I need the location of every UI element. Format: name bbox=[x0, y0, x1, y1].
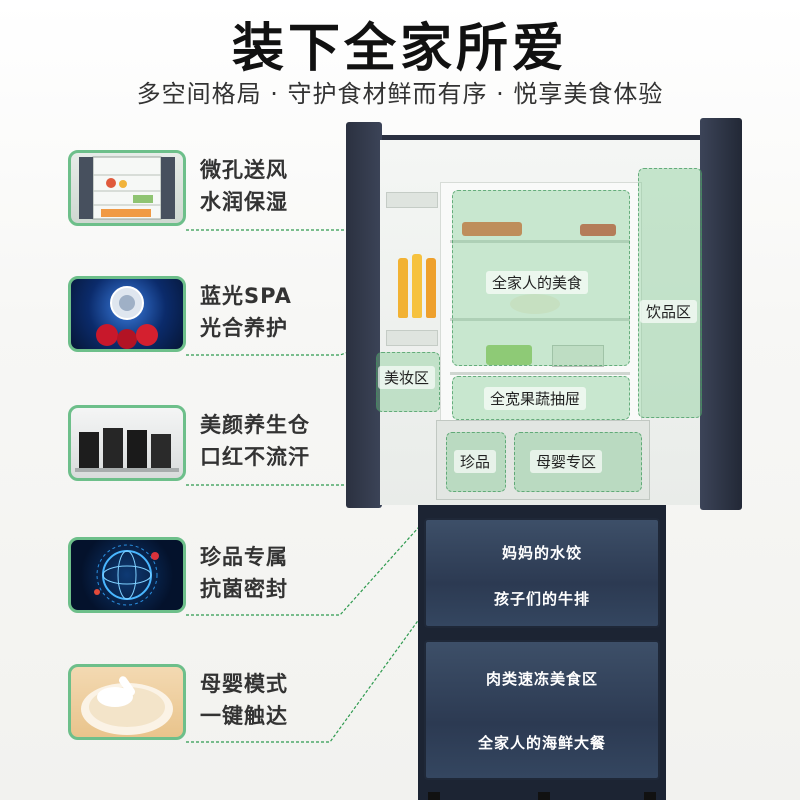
drawer-label: 孩子们的牛排 bbox=[493, 590, 590, 608]
juice-bottle bbox=[426, 258, 436, 318]
drawer-label: 妈妈的水饺 bbox=[501, 544, 582, 562]
feature-beauty-compartment: 美颜养生仓 口红不流汗 bbox=[68, 405, 368, 483]
shelf bbox=[450, 318, 630, 321]
feature-subtitle: 光合养护 bbox=[200, 316, 288, 340]
zone-drinks-label: 饮品区 bbox=[640, 300, 698, 323]
feature-subtitle: 抗菌密封 bbox=[200, 577, 288, 601]
antibacterial-globe-thumbnail bbox=[68, 537, 186, 613]
freezer-drawer-top: 妈妈的水饺 孩子们的牛排 bbox=[424, 518, 660, 628]
fridge-left-door bbox=[346, 122, 382, 508]
fridge-right-door bbox=[700, 118, 742, 510]
feature-subtitle: 一键触达 bbox=[200, 704, 288, 728]
feature-subtitle: 口红不流汗 bbox=[200, 445, 310, 469]
feature-title: 母婴模式 bbox=[200, 672, 288, 696]
feature-title: 珍品专属 bbox=[200, 545, 288, 569]
vegetable-box bbox=[486, 345, 532, 365]
container-box bbox=[552, 345, 604, 367]
feature-blue-light-spa: 蓝光SPA 光合养护 bbox=[68, 276, 368, 354]
page-title: 装下全家所爱 bbox=[231, 19, 568, 79]
lipstick-compartment-thumbnail bbox=[68, 405, 186, 481]
zone-treasure-label: 珍品 bbox=[454, 450, 497, 473]
feature-baby-mode: 母婴模式 一键触达 bbox=[68, 664, 368, 742]
zone-veg-drawer-label: 全宽果蔬抽屉 bbox=[484, 387, 587, 410]
baby-food-thumbnail bbox=[68, 664, 186, 740]
shelf bbox=[450, 372, 630, 375]
feature-subtitle: 水润保湿 bbox=[200, 190, 288, 214]
feature-title: 美颜养生仓 bbox=[200, 413, 310, 437]
zone-drinks bbox=[638, 168, 702, 418]
zone-makeup-label: 美妆区 bbox=[378, 366, 436, 389]
zone-baby-label: 母婴专区 bbox=[530, 450, 603, 473]
fridge-interior-thumbnail bbox=[68, 150, 186, 226]
feature-micro-airflow: 微孔送风 水润保湿 bbox=[68, 150, 368, 228]
drawer-label: 肉类速冻美食区 bbox=[485, 670, 598, 688]
zone-family-food-label: 全家人的美食 bbox=[486, 271, 589, 294]
page-subtitle: 多空间格局 · 守护食材鲜而有序 · 悦享美食体验 bbox=[136, 80, 664, 108]
food-item bbox=[580, 224, 616, 236]
juice-bottle bbox=[412, 254, 422, 318]
food-item bbox=[462, 222, 522, 236]
freezer-drawer-bottom: 肉类速冻美食区 全家人的海鲜大餐 bbox=[424, 640, 660, 780]
drawer-label: 全家人的海鲜大餐 bbox=[477, 734, 606, 752]
feature-title: 微孔送风 bbox=[200, 158, 288, 182]
cake bbox=[510, 294, 560, 314]
feature-title: 蓝光SPA bbox=[200, 284, 292, 308]
shelf bbox=[450, 240, 630, 243]
feature-treasure-sealed: 珍品专属 抗菌密封 bbox=[68, 537, 368, 615]
blue-light-spa-thumbnail bbox=[68, 276, 186, 352]
juice-bottle bbox=[398, 258, 408, 318]
